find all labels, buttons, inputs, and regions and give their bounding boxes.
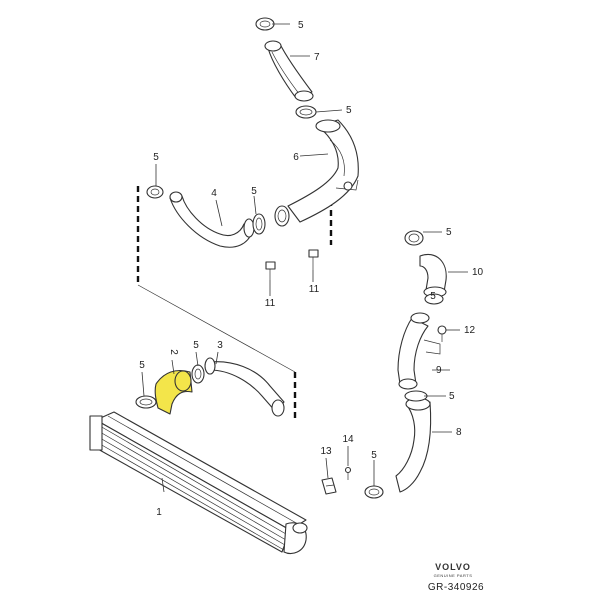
clamp-icon — [295, 105, 317, 119]
callout-label: 5 — [193, 340, 199, 351]
callout-label: 4 — [211, 188, 217, 199]
clamp-icon — [146, 185, 164, 199]
bolt-part-11 — [265, 261, 276, 280]
callout-label: 11 — [265, 298, 276, 309]
group-bracket — [136, 186, 333, 420]
callout-label: 11 — [309, 284, 320, 295]
volvo-logo: VOLVO GENUINE PARTS — [434, 562, 473, 578]
callout-label: 5 — [346, 105, 352, 116]
callout-label: 5 — [449, 391, 455, 402]
clamp-icon — [364, 485, 384, 499]
bracket-part-13 — [321, 477, 337, 495]
hose-part-2-highlighted — [154, 369, 193, 415]
clamp-icon — [135, 395, 157, 409]
hose-part-3 — [204, 357, 285, 417]
callout-label: 5 — [371, 450, 377, 461]
callout-label: 8 — [456, 427, 462, 438]
clamp-icon — [404, 230, 424, 246]
callout-label: 6 — [293, 152, 299, 163]
bolt-part-12 — [437, 325, 447, 342]
brand-name: VOLVO — [435, 562, 471, 572]
screw-part-14 — [344, 466, 352, 480]
pipe-part-9 — [397, 312, 441, 390]
callout-label: 7 — [314, 52, 320, 63]
leader-lines — [141, 23, 468, 493]
callout-label: 12 — [464, 325, 476, 336]
pipe-part-6 — [274, 119, 359, 227]
callout-label: 13 — [320, 446, 332, 457]
diagram-reference: GR-340926 — [428, 582, 484, 593]
clamp-icon — [191, 364, 205, 384]
callout-label: 9 — [436, 365, 442, 376]
callout-label: 2 — [168, 349, 179, 355]
callout-label: 5 — [153, 152, 159, 163]
clamp-icon — [424, 293, 444, 305]
clamp-icon — [255, 17, 275, 31]
callout-label: 5 — [298, 20, 304, 31]
callout-label: 5 — [446, 227, 452, 238]
callout-label: 5 — [430, 291, 436, 302]
callout-label: 1 — [156, 507, 162, 518]
bolt-part-11 — [308, 249, 319, 270]
hose-part-4 — [169, 191, 255, 248]
hose-part-8 — [395, 397, 432, 493]
hose-part-7 — [264, 40, 314, 102]
callout-label: 5 — [251, 186, 257, 197]
clamp-icon — [404, 390, 428, 402]
callout-label: 10 — [472, 267, 484, 278]
callout-label: 14 — [342, 434, 354, 445]
brand-subtitle: GENUINE PARTS — [434, 573, 473, 578]
callout-label: 5 — [139, 360, 145, 371]
callout-label: 3 — [217, 340, 223, 351]
intercooler-part-1 — [89, 411, 308, 555]
clamp-icon — [252, 213, 266, 235]
